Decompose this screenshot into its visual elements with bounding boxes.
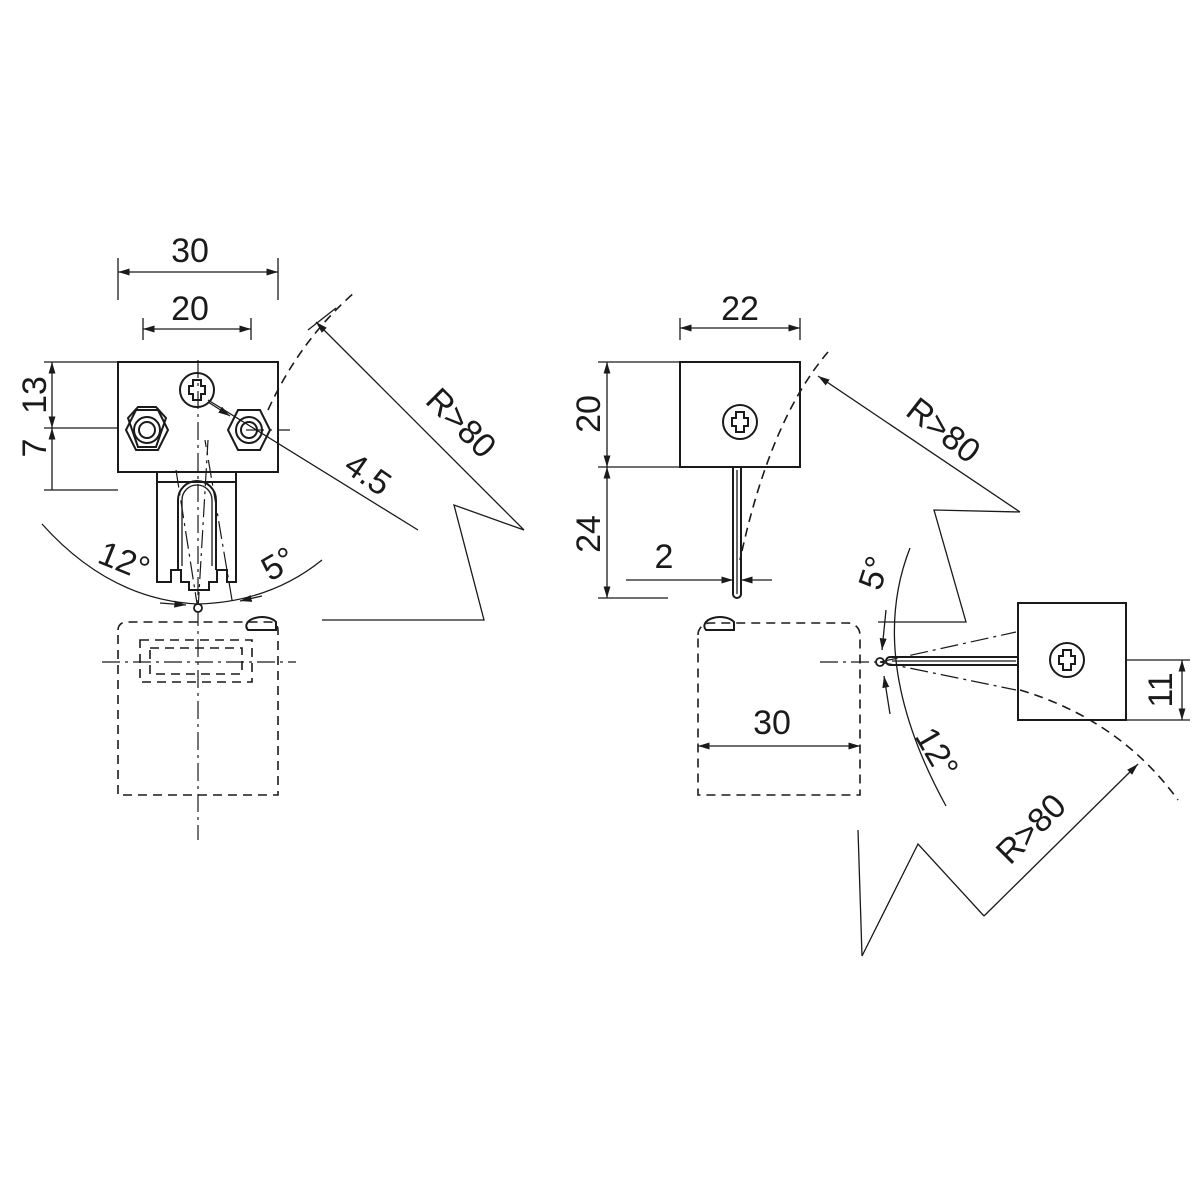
label-left-height-13: 13 — [16, 376, 54, 414]
label-left-radius: R>80 — [418, 381, 503, 466]
dim-right-offset: 11 — [1126, 659, 1190, 721]
dim-left-width-total: 30 — [117, 232, 279, 300]
label-right-radius-top: R>80 — [899, 390, 987, 471]
actuator-housing-rotated — [1017, 602, 1127, 721]
dim-left-heights: 13 7 — [16, 361, 118, 491]
label-left-height-7: 7 — [16, 439, 54, 458]
label-right-offset: 11 — [1142, 672, 1180, 707]
break-line-right-bottom — [857, 829, 985, 957]
radius-arc-left — [267, 291, 356, 411]
label-left-width-total: 30 — [171, 232, 209, 270]
radius-leader-right-bottom — [983, 763, 1139, 917]
screw-icon — [179, 372, 215, 408]
actuator-tongue — [156, 480, 237, 591]
pivot-point — [193, 603, 203, 613]
label-right-pin-dia: 2 — [655, 538, 674, 576]
dim-left-width-inner: 20 — [142, 290, 252, 340]
radius-arc-right-bottom — [1019, 689, 1179, 801]
swing-arc-right — [893, 547, 947, 807]
leader-screw-dia — [207, 399, 419, 531]
dim-right-body-width: 30 — [698, 704, 860, 750]
label-left-angle-12: 12° — [93, 534, 155, 588]
switch-body-phantom-right — [697, 616, 882, 796]
label-right-angle-12: 12° — [907, 721, 966, 785]
radius-leader-left — [315, 321, 525, 531]
actuator-pin — [732, 467, 742, 599]
break-line-right-top — [878, 509, 1021, 623]
label-right-angle-5: 5° — [851, 552, 897, 595]
dim-right-heights: 20 24 — [570, 361, 680, 599]
body-steps — [156, 472, 237, 482]
label-right-body-width: 30 — [753, 704, 791, 742]
dim-right-width: 22 — [679, 290, 801, 340]
left-view: 30 20 13 7 — [16, 232, 525, 840]
hex-nut-left-icon — [124, 406, 170, 451]
screw-right-icon — [722, 404, 758, 440]
actuator-pin-rotated — [885, 656, 1018, 666]
break-line-left — [322, 503, 525, 621]
right-view: 22 20 24 2 R>8 — [570, 290, 1190, 957]
label-left-width-inner: 20 — [171, 290, 209, 328]
label-right-radius-bottom: R>80 — [989, 787, 1074, 872]
switch-body-phantom — [117, 616, 279, 796]
dim-right-pin: 2 — [626, 538, 772, 584]
radius-arc-right-top — [739, 351, 829, 561]
label-right-width: 22 — [721, 290, 759, 328]
label-left-angle-5: 5° — [255, 540, 302, 589]
radius-leader-right-top — [817, 375, 1021, 513]
label-right-height-24: 24 — [570, 515, 608, 553]
screw-rotated-icon — [1049, 642, 1085, 678]
label-left-screw-dia: 4.5 — [337, 445, 398, 503]
label-right-height-20: 20 — [570, 395, 608, 433]
actuator-housing-right — [679, 361, 801, 468]
